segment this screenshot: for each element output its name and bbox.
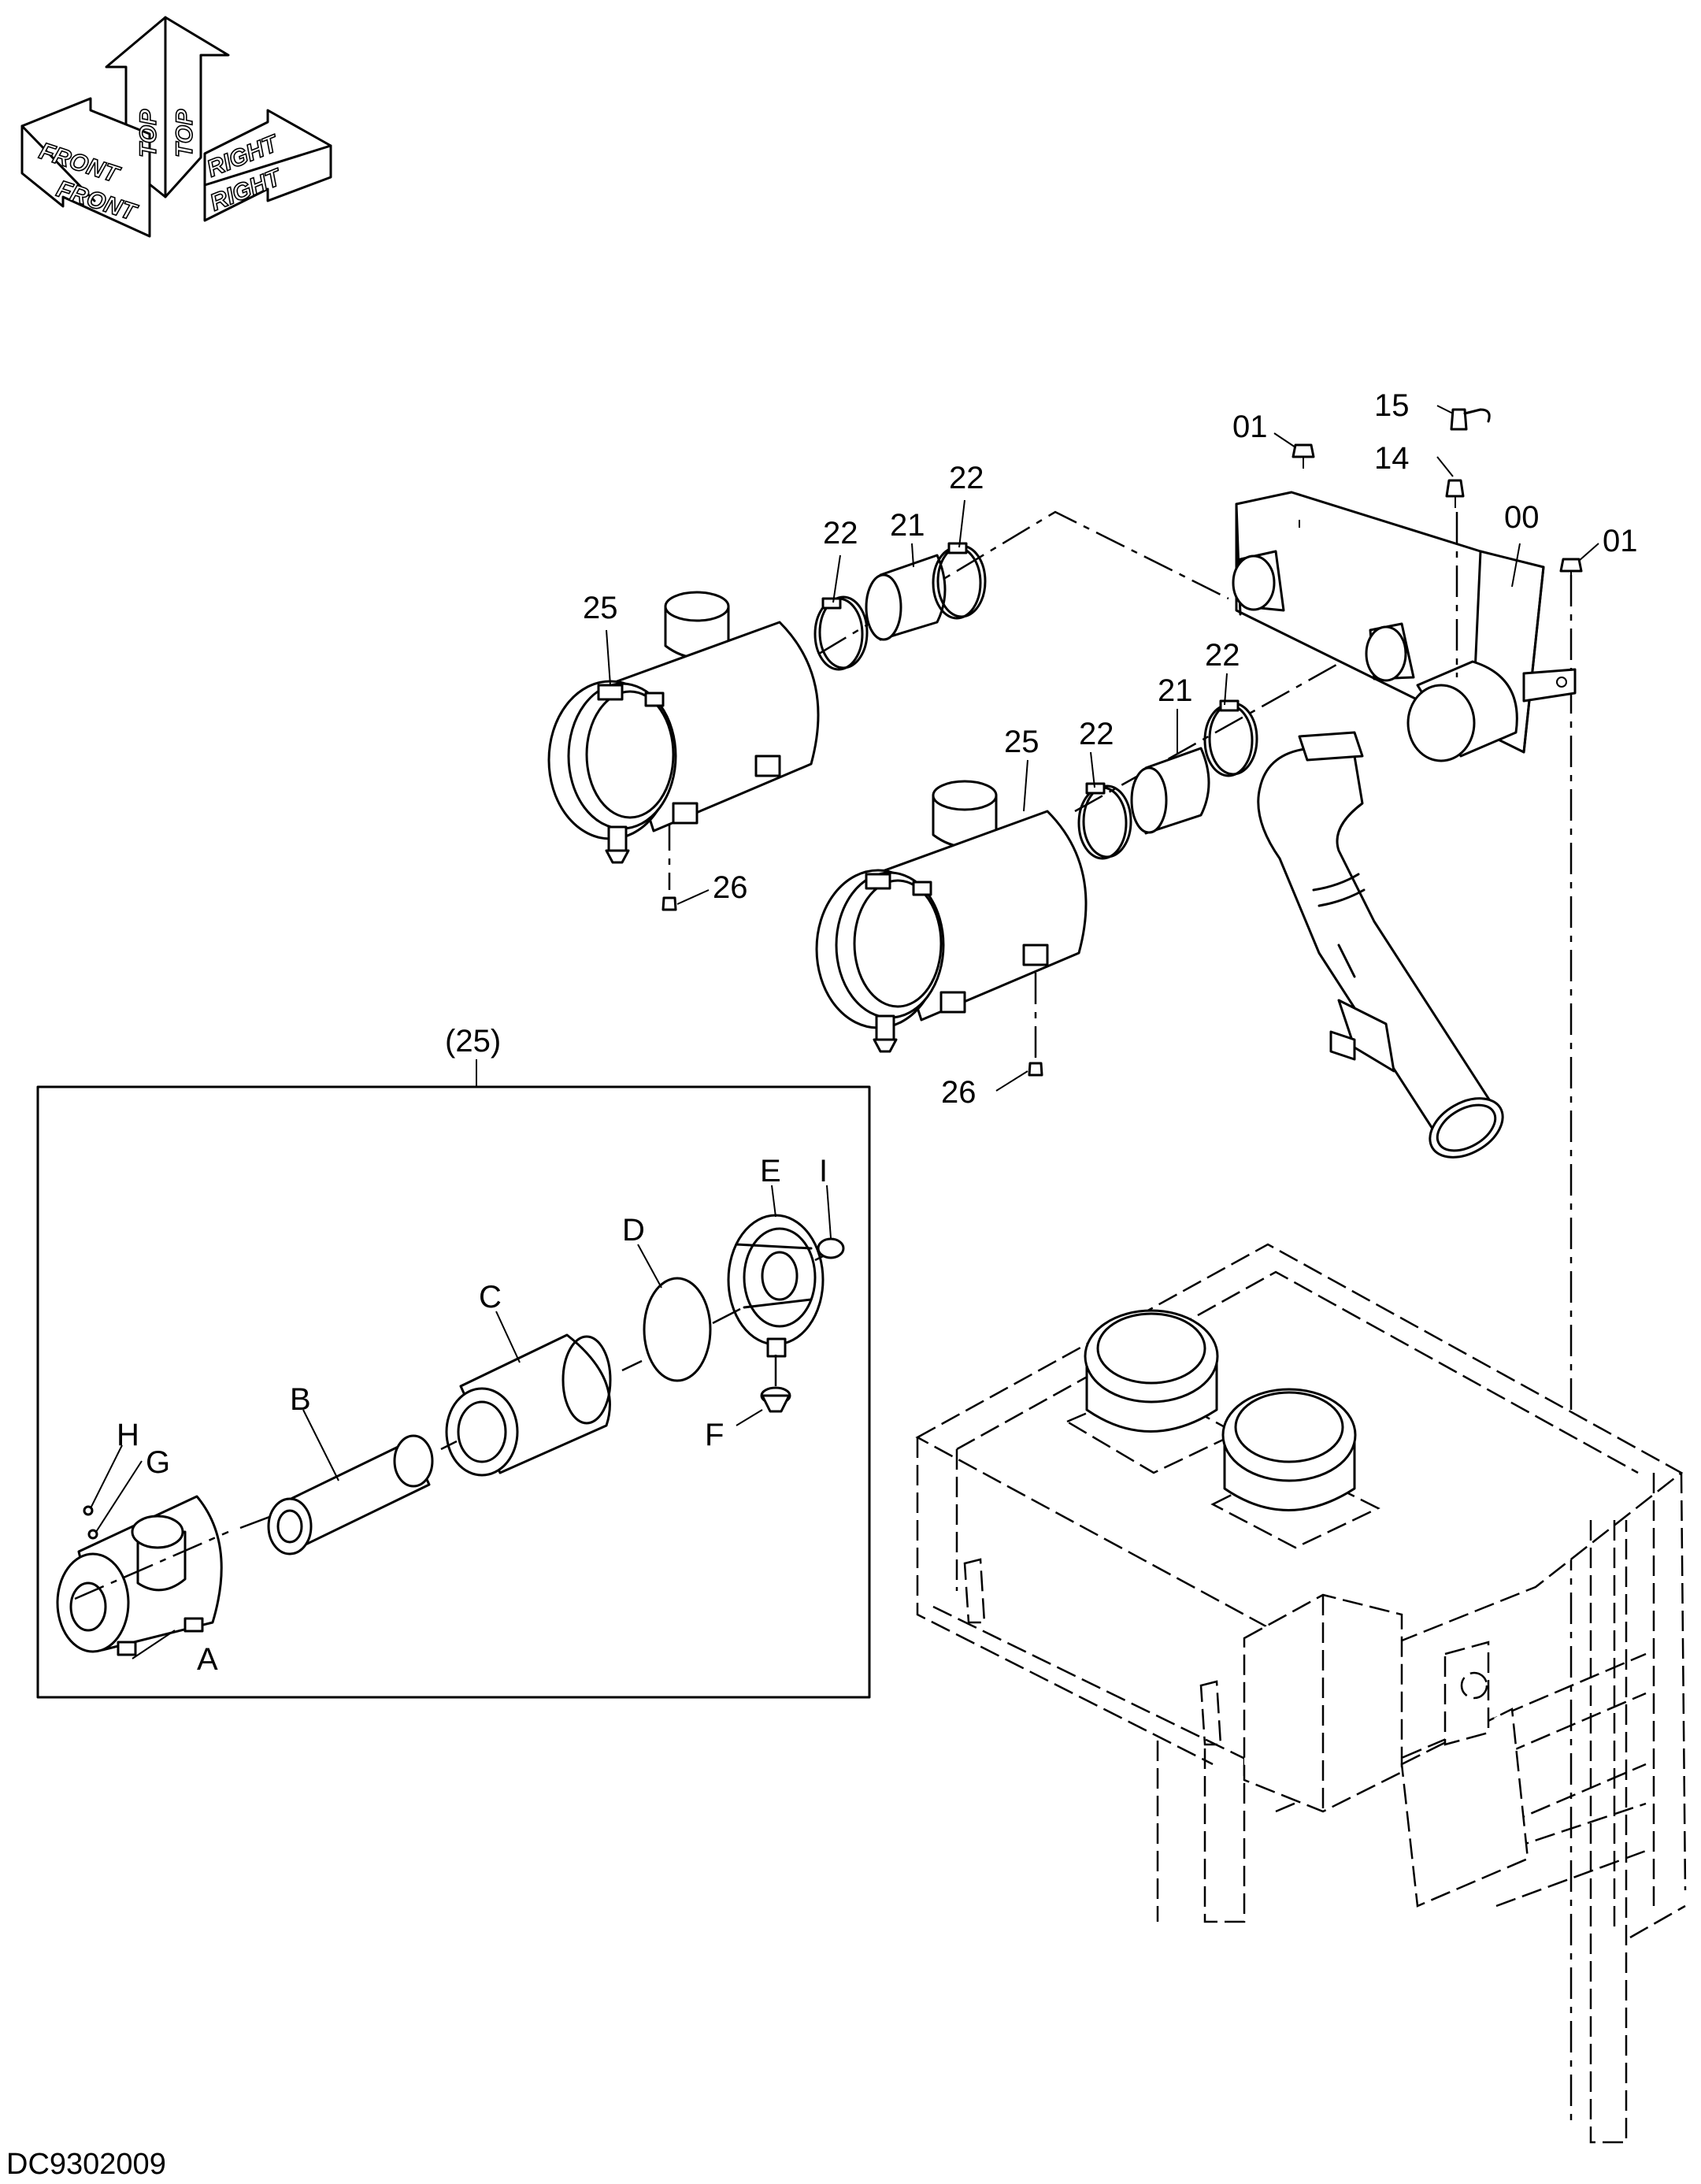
detail-label-a: A (197, 1642, 218, 1677)
callout-22-lower-left: 22 (1079, 717, 1114, 751)
intake-pipe (1257, 731, 1504, 1159)
orientation-top-label: TOP (135, 109, 161, 158)
callout-22-upper-right: 22 (949, 461, 984, 495)
engine-deck-filter-mounts (1065, 1309, 1380, 1549)
callout-15: 15 (1374, 388, 1410, 423)
callout-26-lower: 26 (941, 1075, 976, 1110)
callout-21-lower: 21 (1158, 673, 1193, 708)
detail-part-i-plug (817, 1237, 845, 1259)
orientation-indicator: FRONT FRONT TOP TOP RIGHT RIGHT (20, 16, 332, 238)
detail-box: (25) (36, 1024, 871, 1699)
fasteners (662, 408, 1583, 1077)
orientation-top-label-right: TOP (172, 109, 198, 158)
detail-label-f: F (705, 1418, 724, 1452)
detail-title: (25) (445, 1024, 501, 1059)
leader-lines (606, 405, 1599, 1092)
callout-01-left: 01 (1232, 410, 1268, 444)
callout-26-upper: 26 (713, 870, 748, 905)
air-cleaner-upper (547, 591, 820, 864)
detail-part-d-disc (643, 1277, 712, 1382)
callout-21-upper: 21 (890, 508, 925, 543)
callout-22-lower-right: 22 (1205, 638, 1240, 673)
detail-part-e-cover (727, 1214, 825, 1358)
detail-part-h (83, 1505, 94, 1516)
detail-part-f-valve (760, 1386, 791, 1413)
detail-label-b: B (290, 1382, 311, 1417)
detail-part-c-outer-element (445, 1333, 612, 1477)
callout-22-upper-left: 22 (823, 516, 858, 551)
detail-part-b-inner-element (267, 1434, 434, 1555)
clamps-and-hoses (813, 542, 1258, 860)
detail-part-g (87, 1529, 98, 1540)
callout-14: 14 (1374, 441, 1410, 476)
detail-label-c: C (479, 1280, 502, 1314)
detail-label-d: D (622, 1213, 645, 1248)
intake-duct-box (1232, 491, 1577, 762)
detail-label-e: E (760, 1154, 781, 1188)
callout-01-right: 01 (1603, 524, 1638, 558)
detail-label-i: I (819, 1154, 828, 1188)
air-cleaner-lower (815, 780, 1088, 1053)
callout-25-upper: 25 (583, 591, 618, 625)
callout-labels: 01 15 14 00 01 22 21 22 25 22 21 22 25 2… (583, 388, 1638, 1110)
callout-00: 00 (1504, 500, 1540, 535)
detail-part-a-housing (56, 1495, 223, 1656)
callout-25-lower: 25 (1004, 725, 1040, 759)
detail-label-h: H (117, 1418, 139, 1452)
detail-label-g: G (146, 1445, 170, 1480)
drawing-code: DC9302009 (6, 2148, 166, 2181)
assembly-lines (668, 510, 1573, 2127)
